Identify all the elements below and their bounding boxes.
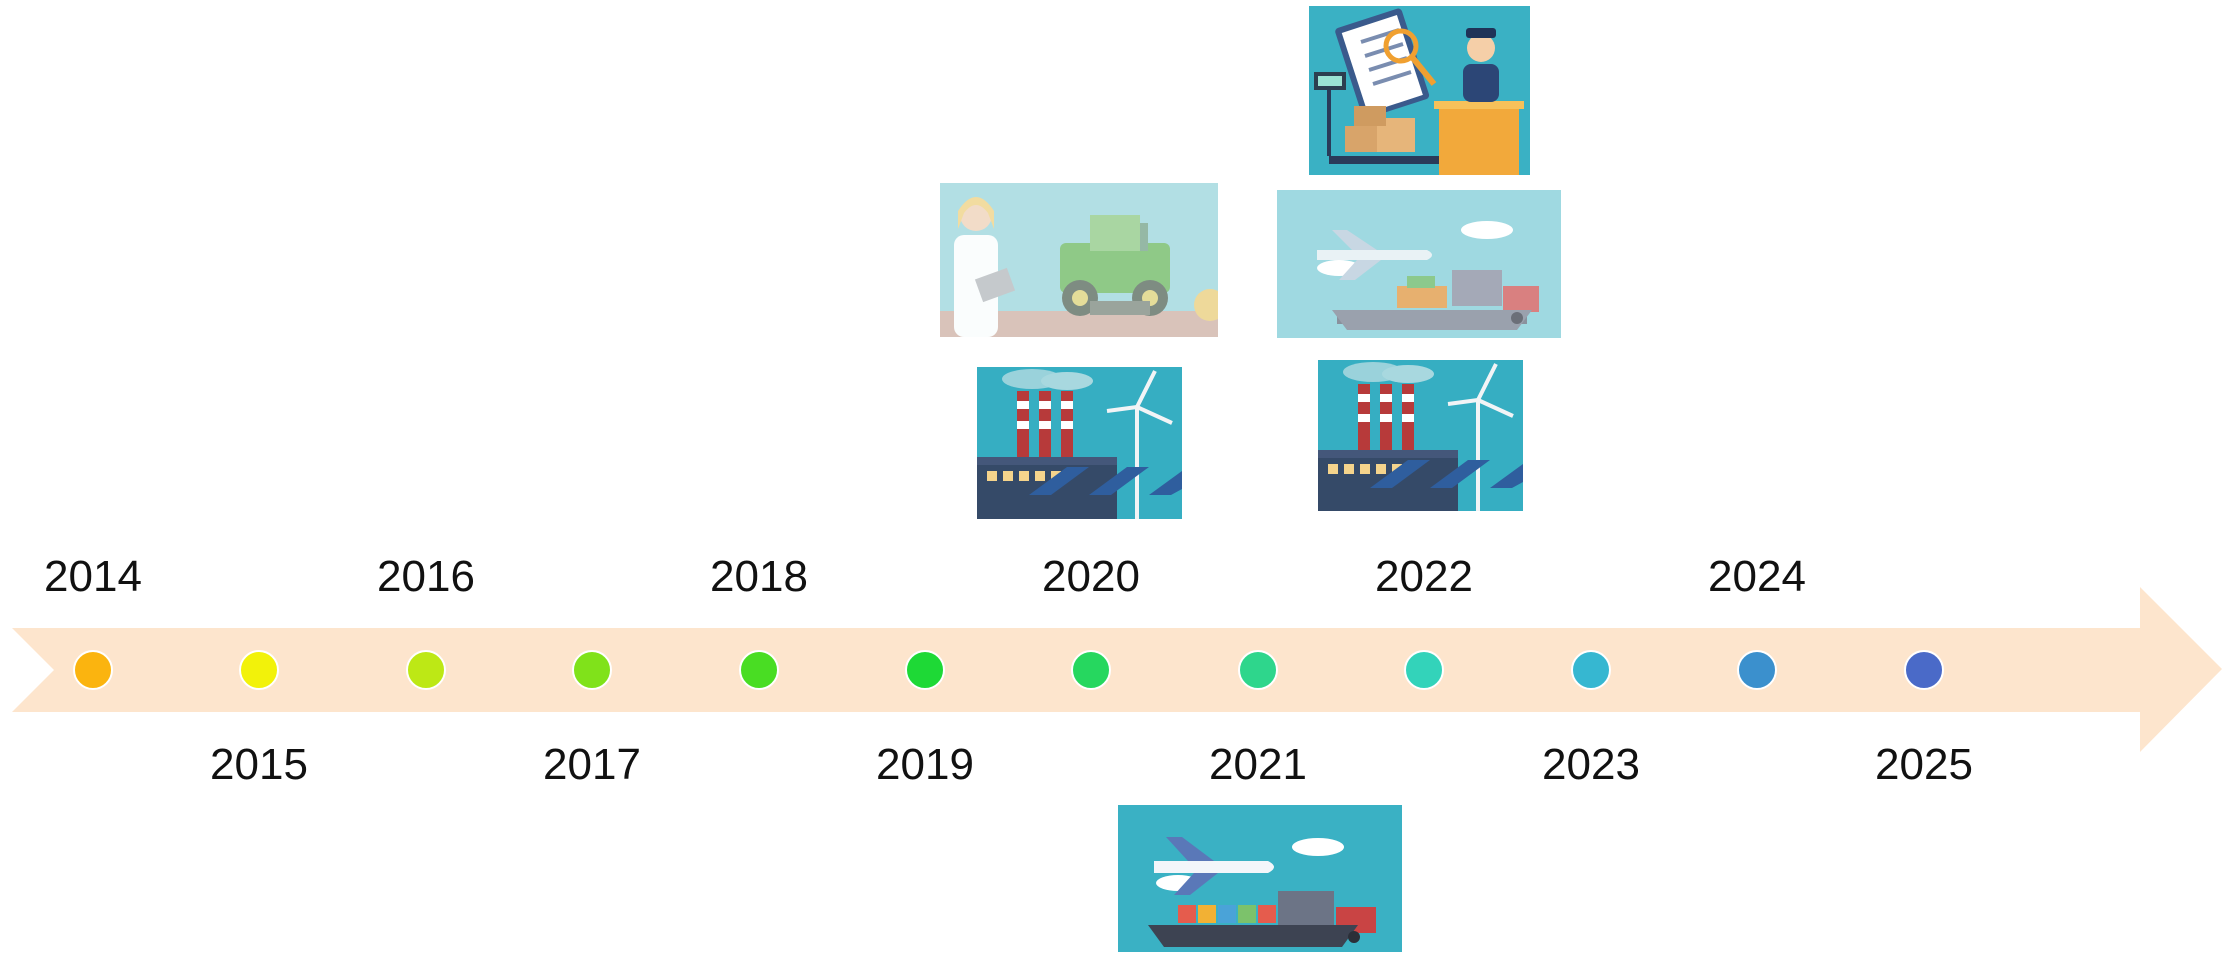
timeline-marker-2016 — [406, 650, 446, 690]
timeline-marker-2019 — [905, 650, 945, 690]
timeline-marker-2021 — [1238, 650, 1278, 690]
year-label-2018: 2018 — [710, 552, 808, 601]
year-label-2023: 2023 — [1542, 740, 1640, 789]
year-label-2024: 2024 — [1708, 552, 1806, 601]
year-label-2025: 2025 — [1875, 740, 1973, 789]
timeline-marker-2015 — [239, 650, 279, 690]
air-sea-freight-illustration — [1277, 190, 1561, 338]
year-label-2021: 2021 — [1209, 740, 1307, 789]
factory-renewable-illustration — [1318, 360, 1523, 511]
factory-renewable-illustration — [977, 367, 1182, 519]
year-label-2015: 2015 — [210, 740, 308, 789]
year-label-2019: 2019 — [876, 740, 974, 789]
year-label-2014: 2014 — [44, 552, 142, 601]
year-label-2022: 2022 — [1375, 552, 1473, 601]
farmer-tractor-illustration — [940, 183, 1218, 337]
air-sea-freight-illustration — [1118, 805, 1402, 952]
timeline-marker-2024 — [1737, 650, 1777, 690]
timeline-marker-2017 — [572, 650, 612, 690]
timeline-marker-2025 — [1904, 650, 1944, 690]
year-label-2016: 2016 — [377, 552, 475, 601]
year-label-2017: 2017 — [543, 740, 641, 789]
customs-inspection-illustration — [1309, 6, 1530, 175]
timeline-marker-2014 — [73, 650, 113, 690]
timeline-marker-2020 — [1071, 650, 1111, 690]
year-label-2020: 2020 — [1042, 552, 1140, 601]
timeline-marker-2022 — [1404, 650, 1444, 690]
timeline-marker-2023 — [1571, 650, 1611, 690]
timeline-marker-2018 — [739, 650, 779, 690]
